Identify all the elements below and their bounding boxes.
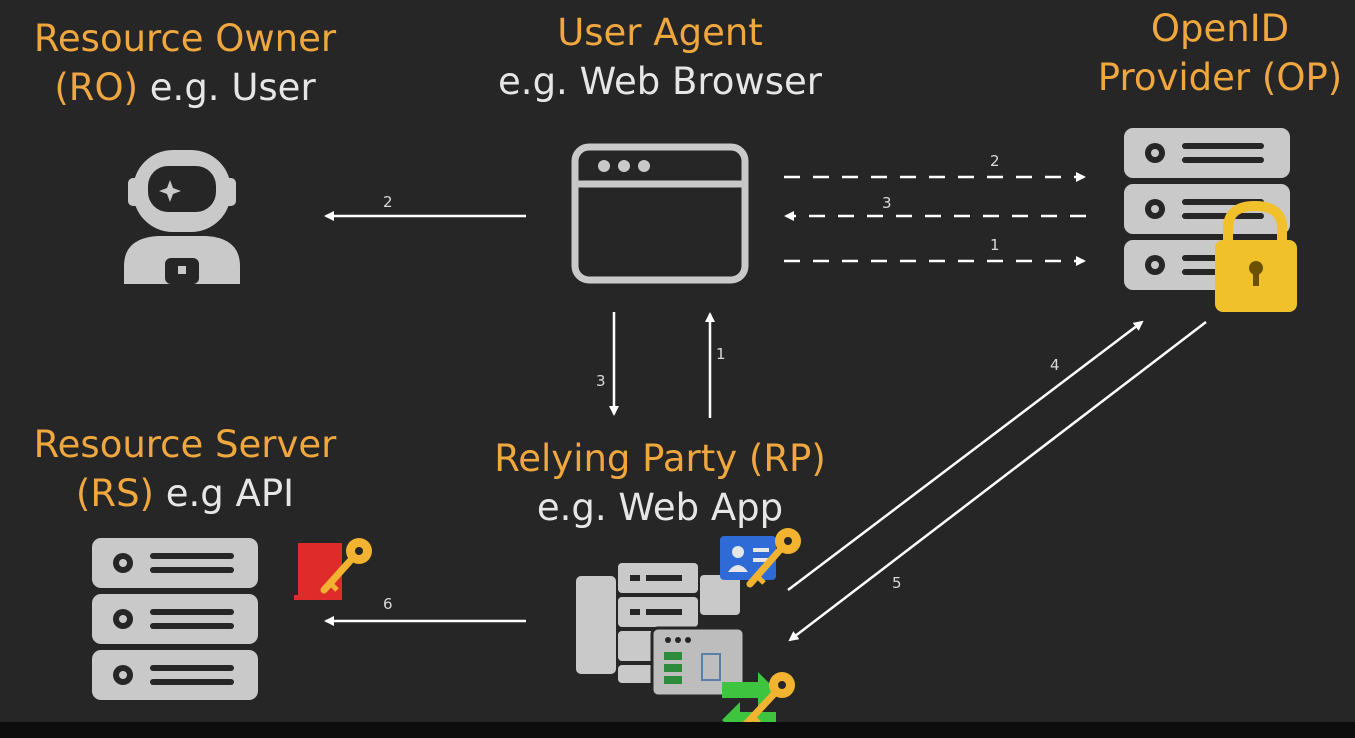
web-app-window-icon bbox=[650, 626, 746, 698]
resource-server-icon bbox=[92, 538, 258, 700]
lock-icon bbox=[1215, 200, 1297, 312]
key-icon bbox=[742, 672, 795, 728]
user-agent-title: User Agent e.g. Web Browser bbox=[498, 11, 822, 103]
arrow-label-rp-to-op: 4 bbox=[1050, 356, 1060, 374]
arrow-label-rp-to-rs: 6 bbox=[383, 595, 393, 613]
resource-owner-abbr: (RO) bbox=[54, 66, 139, 109]
browser-window-icon bbox=[571, 143, 749, 284]
key-icon bbox=[320, 538, 372, 594]
arrow-label-op-to-rp: 5 bbox=[892, 574, 902, 592]
arrow-label-ua-to-ro: 2 bbox=[383, 193, 393, 211]
user-icon bbox=[124, 150, 240, 284]
arrow-label-ua-to-rp: 3 bbox=[596, 372, 606, 390]
resource-owner-title: Resource Owner (RO) e.g. User bbox=[33, 17, 337, 109]
access-token-icon bbox=[294, 543, 342, 600]
relying-party-title: Relying Party (RP) e.g. Web App bbox=[494, 437, 826, 529]
resource-server-abbr: (RS) bbox=[75, 472, 154, 515]
arrow-label-op-to-ua-mid: 3 bbox=[882, 194, 892, 212]
arrow-rp-to-op bbox=[787, 320, 1144, 591]
key-icon bbox=[746, 528, 801, 588]
arrow-label-rp-to-ua: 1 bbox=[716, 345, 726, 363]
arrow-label-ua-to-op-bottom: 1 bbox=[990, 236, 1000, 254]
arrow-label-ua-to-op-top: 2 bbox=[990, 152, 1000, 170]
resource-owner-example: e.g. User bbox=[138, 66, 316, 109]
openid-provider-title: OpenID Provider (OP) bbox=[1097, 7, 1343, 99]
id-card-icon bbox=[720, 536, 776, 580]
resource-server-example: e.g API bbox=[154, 472, 295, 515]
resource-server-title: Resource Server (RS) e.g API bbox=[33, 423, 337, 515]
video-bottom-strip bbox=[0, 722, 1355, 738]
arrow-op-to-rp bbox=[788, 321, 1207, 642]
